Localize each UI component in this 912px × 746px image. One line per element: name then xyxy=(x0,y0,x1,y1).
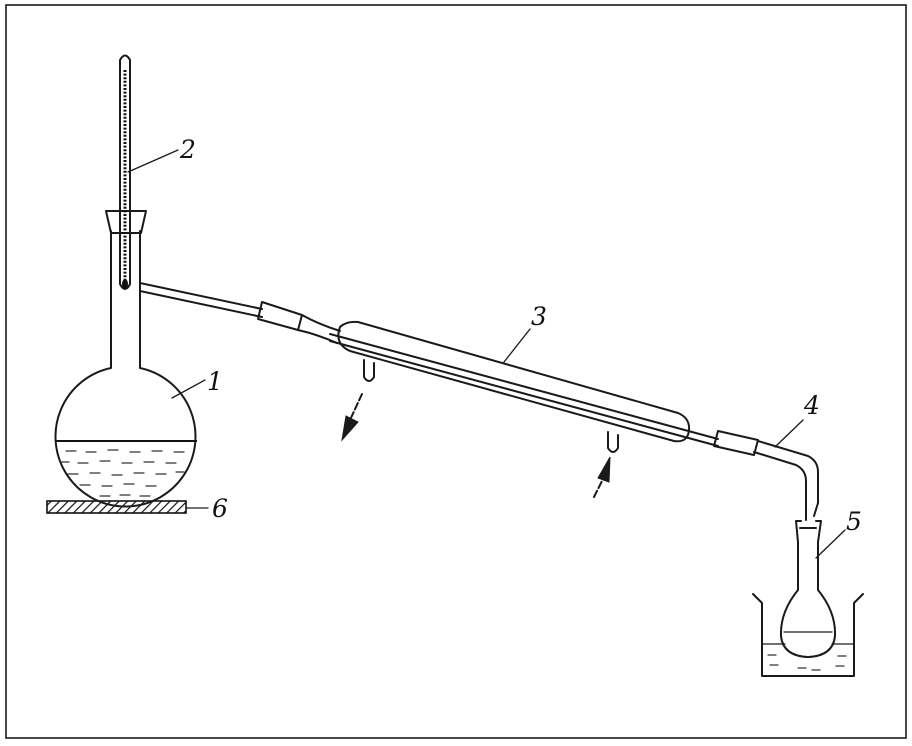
flask-liquid xyxy=(59,449,185,497)
leader-line-3 xyxy=(503,328,531,363)
label-adapter: 4 xyxy=(803,391,820,420)
leader-line-4 xyxy=(774,419,804,448)
cooling-bath xyxy=(752,593,864,677)
leader-line-2 xyxy=(127,149,179,173)
outlet-stopper xyxy=(713,430,759,456)
water-in-arrow xyxy=(593,456,611,498)
leader-line-5 xyxy=(815,529,846,559)
water-outlet-nozzle xyxy=(363,359,375,382)
label-thermometer: 2 xyxy=(179,135,196,164)
flask-stopper xyxy=(105,210,147,234)
inlet-neck-top xyxy=(301,314,341,332)
figure-border xyxy=(5,4,907,739)
label-heater: 6 xyxy=(212,494,228,523)
label-receiver: 5 xyxy=(846,507,862,536)
label-flask: 1 xyxy=(207,367,223,396)
water-out-arrow xyxy=(341,393,363,442)
label-condenser: 3 xyxy=(531,302,547,331)
distillation-flask xyxy=(54,230,197,508)
water-inlet-nozzle xyxy=(607,431,619,453)
thermometer xyxy=(119,54,131,290)
inlet-stopper xyxy=(257,301,303,331)
liebig-condenser xyxy=(329,320,719,453)
leader-line-1 xyxy=(171,379,206,399)
receiver-adapter xyxy=(753,440,819,521)
receiving-flask xyxy=(779,520,837,658)
flask-side-arm xyxy=(139,282,263,318)
heater-plate xyxy=(46,500,187,514)
